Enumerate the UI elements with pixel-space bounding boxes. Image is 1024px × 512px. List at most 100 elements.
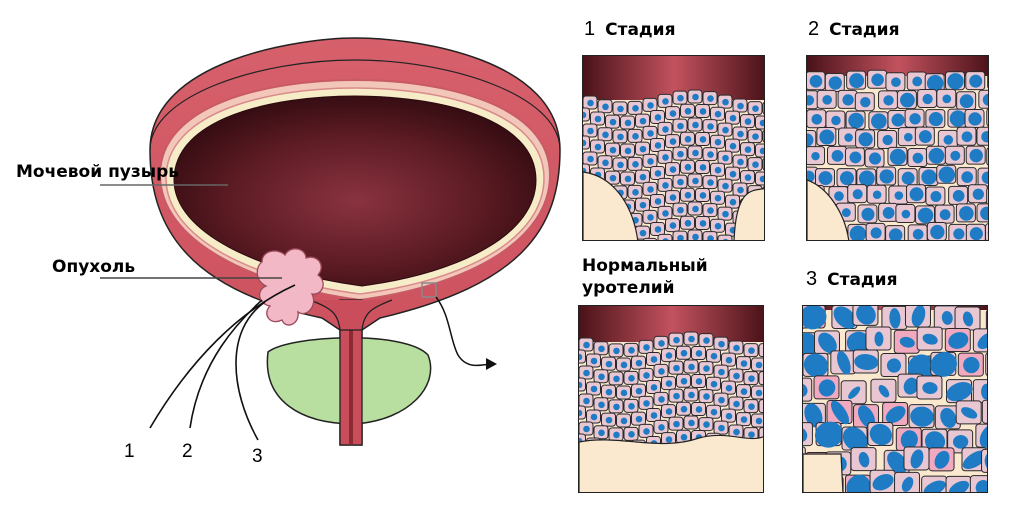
nucleus [854, 354, 879, 370]
cell [762, 129, 764, 143]
nucleus [695, 378, 703, 385]
nucleus [748, 403, 755, 410]
nucleus [617, 105, 624, 113]
nucleus [869, 423, 892, 446]
callout-number-1: 1 [124, 441, 135, 462]
nucleus [982, 93, 988, 106]
nucleus [988, 109, 989, 126]
nucleus [590, 357, 598, 365]
cell [981, 399, 987, 424]
nucleus [833, 306, 857, 329]
nucleus [894, 191, 904, 200]
nucleus [959, 94, 974, 109]
nucleus [654, 198, 662, 205]
nucleus [737, 102, 744, 110]
nucleus [647, 186, 654, 193]
nucleus [849, 225, 867, 240]
nucleus [961, 407, 978, 419]
nucleus [725, 356, 733, 364]
cell [642, 237, 658, 240]
nucleus [918, 130, 932, 144]
panel-stage-1-art [583, 56, 764, 240]
nucleus [707, 123, 714, 130]
nucleus [882, 134, 893, 146]
nucleus [624, 175, 632, 183]
nucleus [737, 130, 744, 138]
nucleus [930, 224, 945, 240]
nucleus [744, 146, 752, 153]
nucleus [684, 163, 692, 171]
nucleus [628, 403, 635, 410]
nucleus [803, 306, 827, 330]
nucleus [583, 425, 590, 433]
nucleus [669, 222, 677, 229]
nucleus [981, 131, 988, 143]
nucleus [722, 210, 729, 218]
nucleus [911, 306, 926, 327]
nucleus [848, 112, 864, 129]
nucleus [688, 419, 695, 427]
nucleus [903, 377, 919, 395]
nucleus [848, 386, 861, 399]
nucleus [628, 375, 635, 382]
nucleus [714, 138, 722, 146]
nucleus [981, 383, 987, 400]
nucleus [662, 154, 669, 161]
nucleus [598, 345, 605, 353]
nucleus [665, 408, 673, 415]
nucleus [714, 194, 722, 202]
nucleus [665, 352, 673, 359]
nucleus [647, 102, 654, 109]
nucleus [901, 476, 914, 492]
nucleus [885, 405, 906, 423]
nucleus [722, 154, 729, 162]
nucleus [624, 119, 632, 127]
nucleus [699, 220, 707, 227]
nucleus [952, 190, 965, 202]
nucleus [748, 431, 755, 438]
nucleus [605, 360, 613, 368]
nucleus [872, 474, 894, 491]
nucleus [602, 103, 609, 111]
nucleus [583, 139, 587, 147]
nucleus [680, 433, 688, 441]
nucleus [752, 161, 759, 168]
stage-1-number: 1 [584, 18, 596, 40]
nucleus [941, 310, 953, 325]
cell [987, 71, 988, 89]
nucleus [834, 191, 844, 201]
nucleus [594, 143, 602, 151]
nucleus [811, 151, 820, 161]
nucleus [883, 95, 894, 106]
nucleus [969, 227, 983, 240]
nucleus [703, 337, 710, 344]
panel-stage-3 [802, 305, 988, 493]
nucleus [632, 161, 639, 168]
callout-line-3 [235, 301, 266, 441]
nucleus [639, 173, 647, 181]
nucleus [654, 142, 662, 149]
nucleus [579, 381, 583, 389]
nucleus [949, 110, 967, 127]
nucleus [688, 335, 695, 343]
nucleus [650, 412, 658, 419]
nucleus [872, 190, 882, 200]
nucleus [639, 201, 647, 209]
basement-stroma [579, 434, 763, 492]
nucleus [811, 113, 823, 125]
nucleus [938, 166, 956, 184]
nucleus [650, 356, 658, 363]
panel-stage-2 [806, 55, 989, 241]
nucleus [710, 408, 718, 416]
nucleus [922, 333, 938, 345]
nucleus [909, 113, 921, 125]
nucleus [699, 108, 707, 115]
nucleus [620, 417, 628, 425]
basement-stroma [583, 171, 764, 240]
nucleus [969, 148, 983, 163]
nucleus [968, 112, 982, 126]
nucleus [861, 207, 875, 221]
nucleus [858, 132, 873, 147]
nucleus [579, 409, 583, 417]
